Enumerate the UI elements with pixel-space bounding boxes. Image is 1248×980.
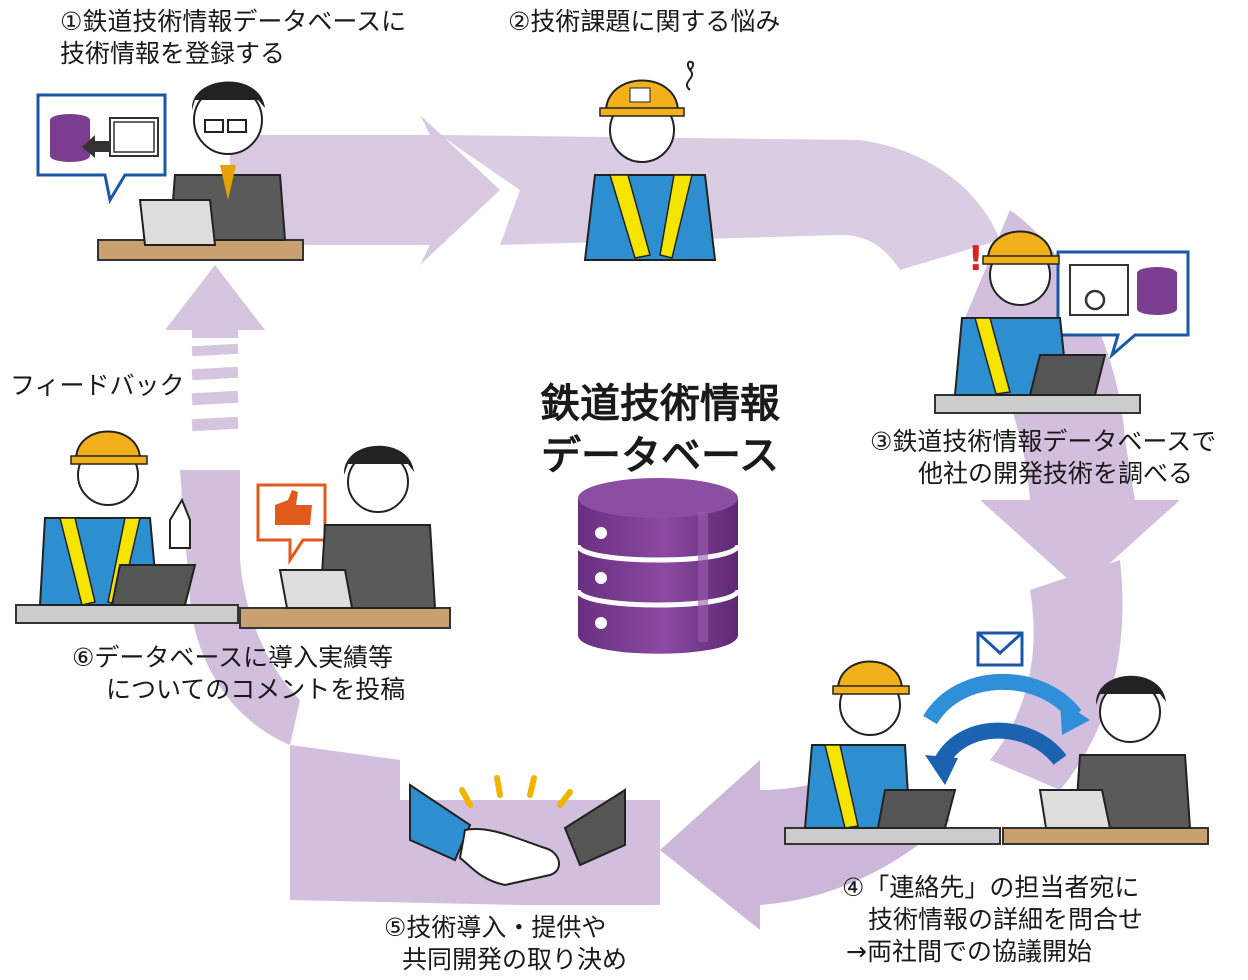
database-icon — [575, 478, 741, 654]
step6-label: ⑥データベースに導入実績等 についてのコメントを投稿 — [72, 642, 405, 706]
step3-line1: ③鉄道技術情報データベースで — [870, 427, 1217, 456]
scene-contact — [784, 631, 1209, 845]
step5-label: ⑤技術導入・提供や 共同開発の取り決め — [384, 912, 627, 976]
scene-register — [36, 81, 304, 261]
step4-line2: 技術情報の詳細を問合せ — [868, 905, 1144, 934]
step1-line2: 技術情報を登録する — [60, 39, 286, 68]
center-title: 鉄道技術情報 データベース — [500, 378, 820, 482]
step1-line1: ①鉄道技術情報データベースに — [60, 7, 407, 36]
scene-worry — [583, 60, 717, 261]
step4-label: ④「連絡先」の担当者宛に 技術情報の詳細を問合せ →両社間での協議開始 — [842, 872, 1143, 968]
step5-line2: 共同開発の取り決め — [402, 945, 628, 974]
flow-arrow-top — [230, 115, 1000, 270]
center-title-line2: データベース — [541, 433, 779, 479]
feedback-label: フィードバック — [10, 371, 185, 400]
step3-line2: 他社の開発技術を調べる — [918, 459, 1194, 488]
center-title-line1: 鉄道技術情報 — [540, 381, 780, 427]
speech-bubble-search — [1056, 250, 1190, 360]
mail-icon — [976, 631, 1024, 667]
step6-line2: についてのコメントを投稿 — [106, 675, 406, 704]
person-office-1 — [97, 81, 304, 261]
step5-line1: ⑤技術導入・提供や — [384, 913, 607, 942]
step2-line1: ②技術課題に関する悩み — [508, 7, 781, 36]
step6-line1: ⑥データベースに導入実績等 — [72, 643, 394, 672]
speech-bubble-db — [36, 93, 167, 205]
feedback-arrow — [165, 265, 265, 432]
step3-label: ③鉄道技術情報データベースで 他社の開発技術を調べる — [870, 426, 1216, 490]
step4-line1: ④「連絡先」の担当者宛に — [842, 873, 1140, 902]
svg-text:!: ! — [968, 239, 984, 279]
scene-search: ! — [934, 230, 1190, 414]
step2-label: ②技術課題に関する悩み — [508, 6, 780, 38]
like-bubble — [256, 483, 327, 566]
step1-label: ①鉄道技術情報データベースに 技術情報を登録する — [60, 6, 406, 70]
scene-comment — [15, 430, 451, 629]
scene-handshake — [409, 775, 626, 887]
step4-line3: →両社間での協議開始 — [846, 937, 1092, 966]
